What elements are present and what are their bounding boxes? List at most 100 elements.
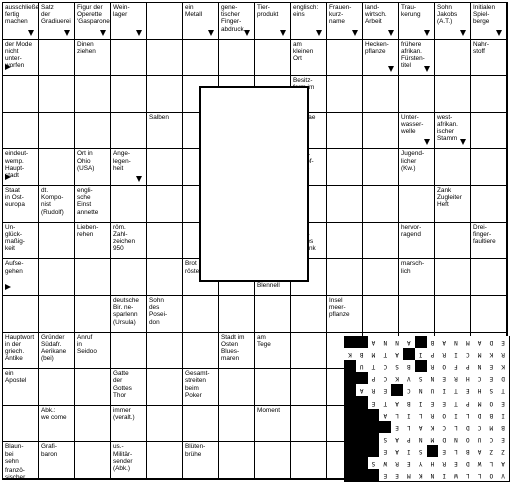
grid-cell[interactable] [435, 76, 471, 113]
grid-cell[interactable] [111, 186, 147, 223]
grid-cell[interactable] [147, 76, 183, 113]
grid-cell[interactable] [471, 259, 507, 296]
clue-cell[interactable]: Gründer Südafr. Aerikane (bei) [39, 332, 75, 370]
grid-cell[interactable] [435, 222, 471, 260]
grid-cell[interactable] [471, 149, 507, 187]
grid-cell[interactable] [327, 186, 363, 223]
grid-cell[interactable] [291, 332, 327, 370]
clue-cell[interactable]: gene- tischer Finger- abdruck [219, 3, 255, 40]
clue-cell[interactable]: Gatte der Gottes Thor [111, 369, 147, 406]
grid-cell[interactable] [399, 295, 435, 333]
grid-cell[interactable] [75, 295, 111, 333]
clue-cell[interactable]: Sohn des Posei- don [147, 295, 183, 333]
grid-cell[interactable] [363, 186, 399, 223]
grid-cell[interactable] [75, 76, 111, 113]
grid-cell[interactable] [75, 112, 111, 150]
grid-cell[interactable] [363, 295, 399, 333]
grid-cell[interactable] [147, 186, 183, 223]
grid-cell[interactable] [435, 39, 471, 77]
grid-cell[interactable] [255, 295, 291, 333]
clue-cell[interactable]: Stadt im Osten Blues- maren [219, 332, 255, 370]
grid-cell[interactable] [147, 405, 183, 443]
grid-cell[interactable] [147, 442, 183, 479]
grid-cell[interactable] [147, 332, 183, 370]
grid-cell[interactable] [435, 149, 471, 187]
clue-cell[interactable]: eindeut- wemp. Haupt- stadt [3, 149, 39, 187]
clue-cell[interactable]: deutsche Bir. ne- sparlenn (Ursula) [111, 295, 147, 333]
clue-cell[interactable] [147, 3, 183, 40]
clue-cell[interactable]: Nahr- stoff [471, 39, 507, 77]
grid-cell[interactable] [399, 76, 435, 113]
grid-cell[interactable] [219, 405, 255, 443]
grid-cell[interactable] [3, 405, 39, 443]
grid-cell[interactable] [183, 332, 219, 370]
grid-cell[interactable] [327, 39, 363, 77]
clue-cell[interactable]: röm. Zahl- zeichen 950 [111, 222, 147, 260]
grid-cell[interactable] [471, 186, 507, 223]
grid-cell[interactable] [471, 76, 507, 113]
clue-cell[interactable]: der Mode nicht unter- worfen [3, 39, 39, 77]
clue-cell[interactable]: Ort in Ohio (USA) [75, 149, 111, 187]
clue-cell[interactable]: ein Metall [183, 3, 219, 40]
clue-cell[interactable]: Staat in Ost- europa [3, 186, 39, 223]
clue-cell[interactable]: Sohn Jakobs (A.T.) [435, 3, 471, 40]
grid-cell[interactable] [291, 405, 327, 443]
grid-cell[interactable] [363, 112, 399, 150]
grid-cell[interactable] [327, 222, 363, 260]
grid-cell[interactable] [327, 149, 363, 187]
grid-cell[interactable] [3, 76, 39, 113]
clue-cell[interactable]: Jugend- licher (Kw.) [399, 149, 435, 187]
grid-cell[interactable] [75, 442, 111, 479]
grid-cell[interactable] [255, 39, 291, 77]
grid-cell[interactable] [75, 405, 111, 443]
clue-cell[interactable]: engli- sche Einst annette [75, 186, 111, 223]
grid-cell[interactable] [39, 39, 75, 77]
clue-cell[interactable]: us.- Militär- sender (Abk.) [111, 442, 147, 479]
grid-cell[interactable] [147, 222, 183, 260]
grid-cell[interactable] [219, 369, 255, 406]
clue-cell[interactable]: Salben [147, 112, 183, 150]
grid-cell[interactable] [183, 39, 219, 77]
clue-cell[interactable]: Hauptwort in der griech. Antike [3, 332, 39, 370]
clue-cell[interactable]: Satz der Gradiuerei [39, 3, 75, 40]
grid-cell[interactable] [147, 259, 183, 296]
grid-cell[interactable] [147, 369, 183, 406]
clue-cell[interactable]: Un- glück- maßig- keit [3, 222, 39, 260]
grid-cell[interactable] [39, 76, 75, 113]
clue-cell[interactable]: Ange- legen- heit [111, 149, 147, 187]
grid-cell[interactable] [291, 295, 327, 333]
grid-cell[interactable] [327, 259, 363, 296]
grid-cell[interactable] [399, 186, 435, 223]
clue-cell[interactable]: Frauen- kurz- name [327, 3, 363, 40]
clue-cell[interactable]: Moment [255, 405, 291, 443]
clue-cell[interactable]: Zank Zugleiter Heft [435, 186, 471, 223]
grid-cell[interactable] [435, 295, 471, 333]
grid-cell[interactable] [183, 405, 219, 443]
clue-cell[interactable]: immer (veralt.) [111, 405, 147, 443]
clue-cell[interactable]: Figur der Operette 'Gasparone' [75, 3, 111, 40]
grid-cell[interactable] [39, 112, 75, 150]
clue-cell[interactable]: land- wirtsch. Arbeit [363, 3, 399, 40]
clue-cell[interactable]: ein Apostel [3, 369, 39, 406]
grid-cell[interactable] [435, 259, 471, 296]
grid-cell[interactable] [291, 186, 327, 223]
clue-cell[interactable]: west- afrikan. ischer Stamm [435, 112, 471, 150]
clue-cell[interactable]: Drei- finger- faultiere [471, 222, 507, 260]
grid-cell[interactable] [219, 39, 255, 77]
grid-cell[interactable] [291, 259, 327, 296]
clue-cell[interactable]: Blüten- brühe [183, 442, 219, 479]
clue-cell[interactable]: Lieben- rehen [75, 222, 111, 260]
grid-cell[interactable] [39, 259, 75, 296]
grid-cell[interactable] [363, 149, 399, 187]
grid-cell[interactable] [363, 259, 399, 296]
clue-cell[interactable]: Abk.: we come [39, 405, 75, 443]
grid-cell[interactable] [327, 112, 363, 150]
clue-cell[interactable]: marsch- lich [399, 259, 435, 296]
clue-cell[interactable] [39, 222, 75, 260]
grid-cell[interactable] [147, 149, 183, 187]
clue-cell[interactable]: Insel meer- pflanze [327, 295, 363, 333]
grid-cell[interactable] [3, 112, 39, 150]
clue-cell[interactable]: Grafi- baron [39, 442, 75, 479]
clue-cell[interactable]: dt. Kompo- nist (Rudolf) [39, 186, 75, 223]
clue-cell[interactable]: Initialen Spiel- berge [471, 3, 507, 40]
